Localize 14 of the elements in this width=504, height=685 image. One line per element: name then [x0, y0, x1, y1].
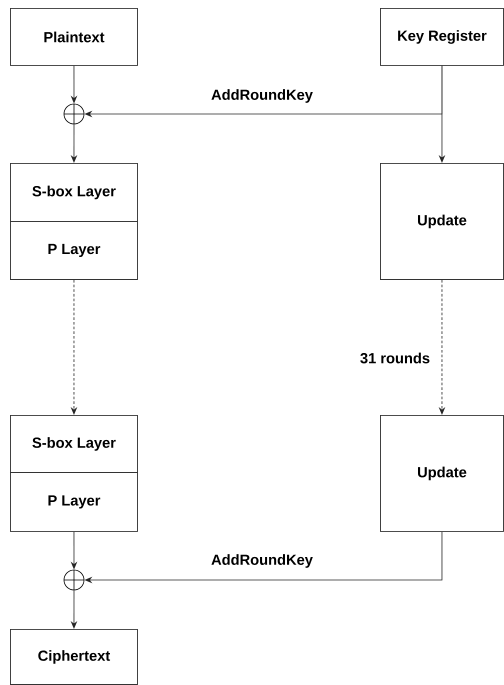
- process-box: Plaintext: [10, 8, 138, 66]
- xor-symbol: [64, 104, 84, 124]
- edge-label: AddRoundKey: [210, 552, 314, 570]
- process-box: S-box Layer: [10, 415, 138, 473]
- process-box: S-box Layer: [10, 163, 138, 222]
- process-box: P Layer: [10, 472, 138, 532]
- edge-label: 31 rounds: [358, 351, 432, 365]
- xor-symbol: [64, 570, 84, 590]
- edge-label: AddRoundKey: [210, 88, 314, 104]
- process-box: Key Register: [380, 8, 504, 66]
- process-box: Update: [380, 163, 504, 280]
- process-box: Update: [380, 415, 504, 532]
- process-box: P Layer: [10, 221, 138, 280]
- process-box: Ciphertext: [10, 629, 138, 685]
